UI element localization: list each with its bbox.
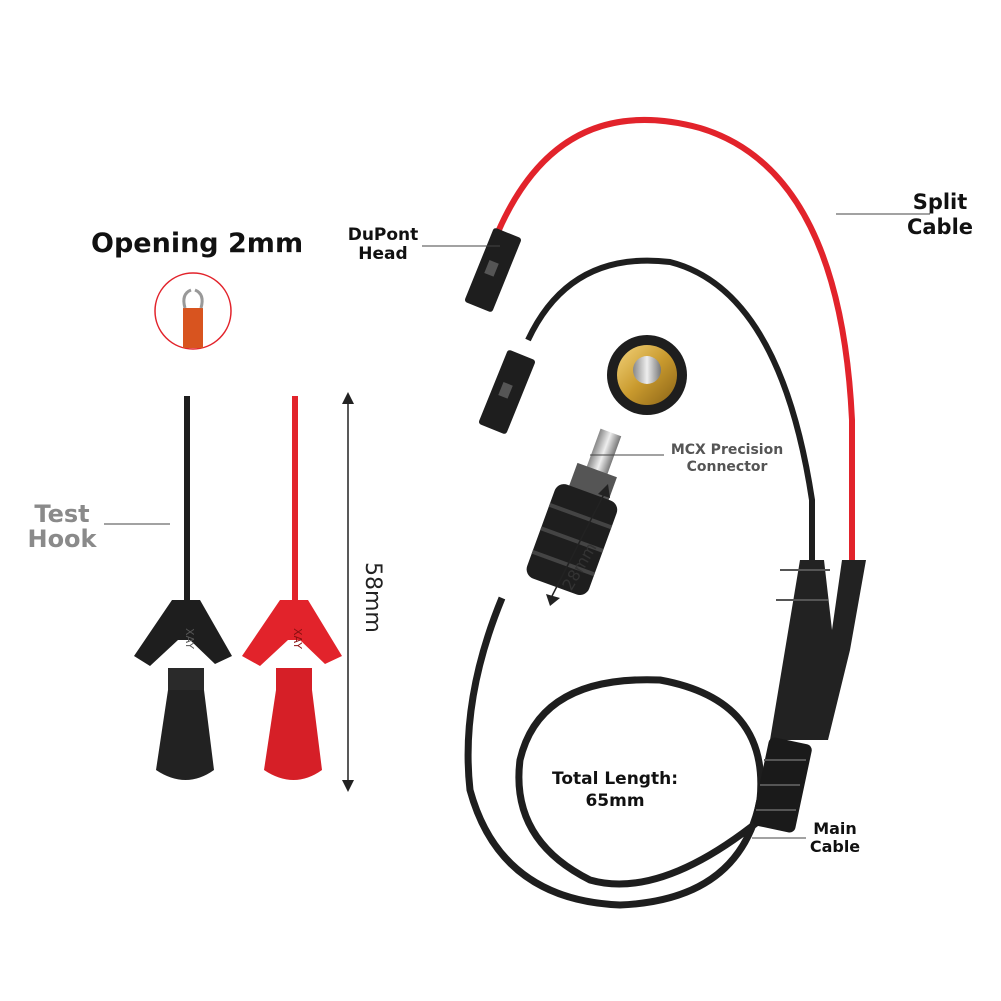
- hook-tip-detail-icon: [154, 272, 232, 350]
- dupont-head-label: DuPont Head: [340, 226, 426, 264]
- red-hook-marking: XAY: [291, 628, 304, 649]
- main-cable-label: Main Cable: [800, 820, 870, 856]
- black-hook-marking: XAY: [183, 628, 196, 649]
- split-cable-label: Split Cable: [900, 190, 980, 240]
- dimension-arrow-28: [546, 484, 610, 606]
- dupont-line-1: DuPont: [347, 225, 419, 245]
- mcx-line-1: MCX Precision: [670, 442, 784, 458]
- y-splitter-icon: [752, 560, 866, 833]
- test-hook-label: Test Hook: [20, 502, 104, 552]
- test-line-2: Hook: [27, 525, 97, 553]
- test-line-1: Test: [34, 500, 90, 528]
- mcx-connector-icon: [607, 335, 687, 415]
- black-split-cable: [525, 257, 815, 570]
- test-hook-red-icon: XAY: [242, 396, 342, 780]
- main-line-2: Cable: [809, 837, 861, 856]
- test-hook-black-icon: XAY: [134, 396, 232, 780]
- split-line-2: Cable: [906, 215, 974, 239]
- dimension-arrow-58: [342, 392, 354, 792]
- total-line-1: Total Length:: [551, 769, 679, 789]
- split-line-1: Split: [912, 190, 968, 214]
- dupont-line-2: Head: [358, 244, 408, 264]
- mcx-connector-label: MCX Precision Connector: [662, 442, 792, 476]
- main-line-1: Main: [813, 819, 857, 838]
- opening-label: Opening 2mm: [91, 228, 304, 259]
- total-line-2: 65mm: [585, 791, 645, 811]
- mcx-line-2: Connector: [686, 459, 768, 475]
- total-length-label: Total Length: 65mm: [545, 768, 685, 812]
- length-58-label: 58mm: [360, 562, 385, 633]
- main-cable: [464, 596, 765, 909]
- red-split-cable: [495, 117, 855, 570]
- dupont-connector-icon: [465, 228, 521, 312]
- dupont-connector-icon: [479, 350, 535, 434]
